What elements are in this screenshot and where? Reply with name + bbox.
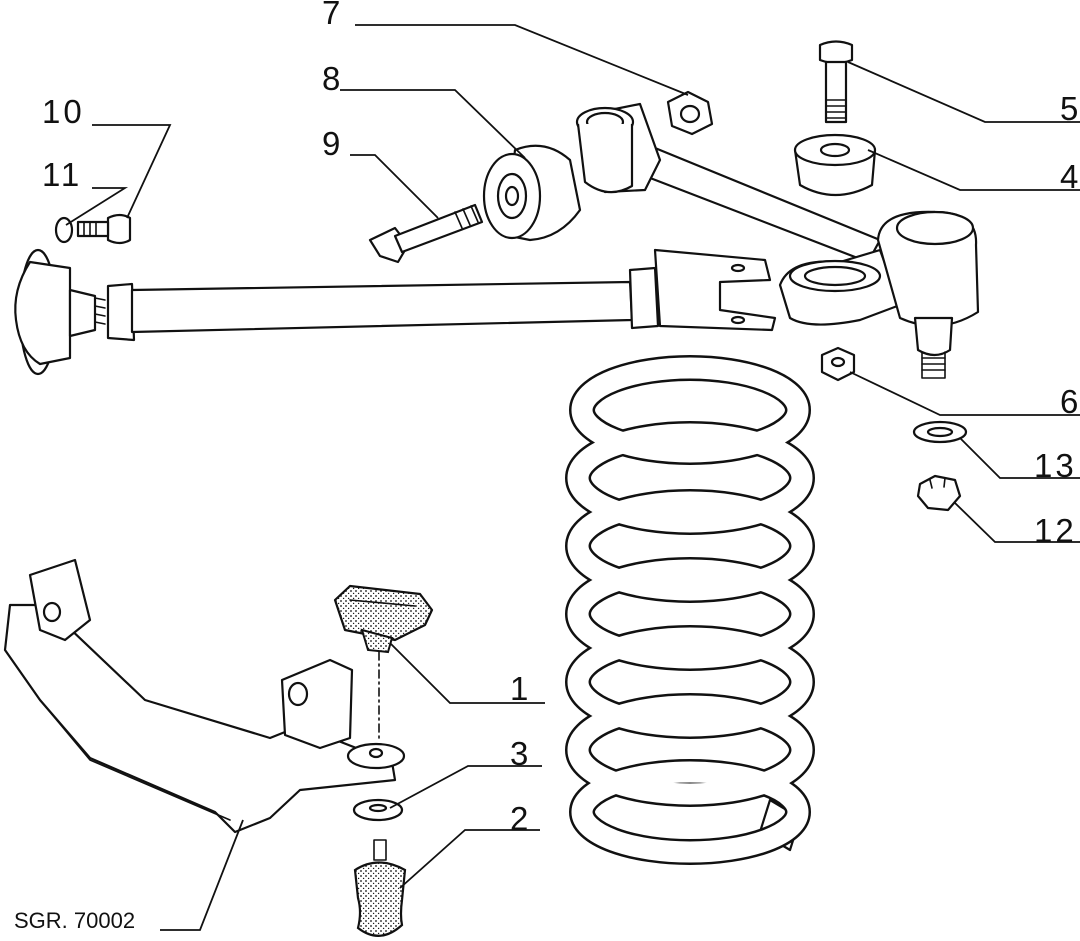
- label-13: 13: [1034, 447, 1077, 484]
- nut-11: [54, 216, 74, 244]
- leader-lines: [65, 24, 1080, 931]
- upper-wishbone-arm: [575, 102, 980, 379]
- rebound-rubber: [353, 839, 407, 937]
- label-5: 5: [1060, 90, 1080, 127]
- washer-13: [912, 420, 968, 444]
- label-11: 11: [42, 156, 82, 193]
- label-6: 6: [1060, 383, 1080, 420]
- reference-code: SGR. 70002: [14, 908, 135, 933]
- label-12: 12: [1034, 512, 1077, 549]
- bushing-8: [482, 144, 582, 242]
- nut-7: [666, 90, 714, 136]
- tie-rod: [14, 248, 777, 376]
- label-8: 8: [322, 60, 343, 97]
- nut-6: [820, 346, 856, 382]
- label-1: 1: [510, 670, 531, 707]
- label-7: 7: [322, 0, 343, 31]
- bolt-9: [368, 203, 484, 264]
- label-2: 2: [510, 800, 531, 837]
- bolt-10: [76, 213, 132, 245]
- bump-stop: [333, 584, 434, 743]
- label-4: 4: [1060, 158, 1080, 195]
- coil-spring: [565, 355, 815, 865]
- label-9: 9: [322, 125, 343, 162]
- label-10: 10: [42, 93, 85, 130]
- lower-crossmember: [3, 558, 406, 834]
- bolt-5: [818, 40, 854, 124]
- bushing-4: [793, 133, 877, 196]
- castle-nut-12: [916, 474, 962, 512]
- washer-3: [352, 798, 404, 822]
- part-number-labels: 1 2 3 4 5 6 7 8 9 10 11 12 13: [42, 0, 1080, 837]
- label-3: 3: [510, 735, 531, 772]
